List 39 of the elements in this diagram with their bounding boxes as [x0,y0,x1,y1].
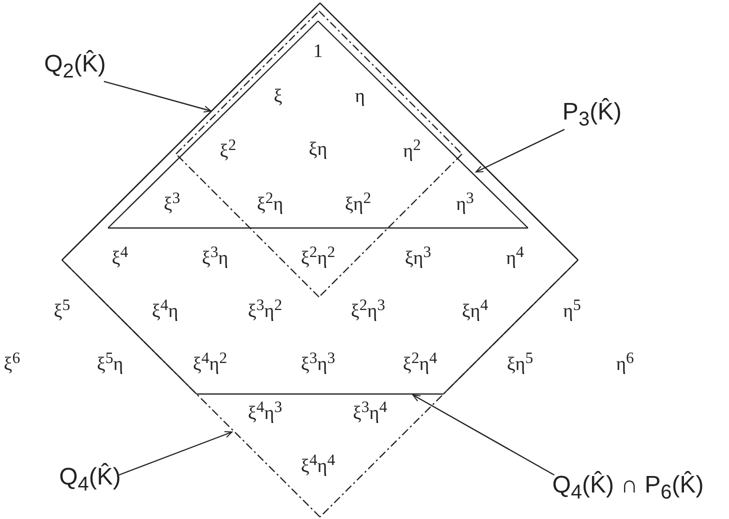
monomial: 1 [313,41,323,63]
monomial: ξ$^{5}$η [96,350,124,376]
leader-line [412,394,555,476]
monomial: ξ$^{3}$η [202,244,228,270]
monomial: ξη$^{4}$ [462,296,488,324]
monomial: ξ$^{2}$η$^{2}$ [300,244,336,270]
monomial: η$^{6}$ [616,350,634,376]
leader-line [118,431,232,476]
monomial: η$^{3}$ [456,190,474,216]
monomial: ξ$^{3}$ [164,190,180,216]
monomial: η$^{5}$ [563,296,581,324]
region-label: P$_{3}$(K̂) [562,98,622,132]
monomial: ξη$^{3}$ [404,244,432,270]
monomial: ξ$^{3}$η$^{2}$ [248,296,282,324]
monomial: ξ$^{3}$η$^{3}$ [300,350,336,376]
leader-line [476,128,565,173]
region-label: Q$_{4}$(K̂) ∩ P$_{6}$(K̂) [552,472,704,504]
region-label: Q$_{2}$(K̂) [44,50,106,84]
monomial: ξη$^{2}$ [344,190,372,216]
monomial: ξ$^{4}$η$^{2}$ [192,350,228,376]
leader-line [104,80,212,113]
monomial: ξ$^{6}$ [4,350,20,376]
monomial: ξ$^{4}$η$^{4}$ [300,452,336,478]
monomial: η$^{2}$ [403,136,421,164]
monomial: ξ$^{4}$ [112,244,128,270]
region-label: Q$_{4}$(K̂) [59,464,121,496]
monomial: ξη [308,139,328,161]
monomial: ξ$^{2}$ [220,136,236,164]
monomial: ξ$^{2}$η [256,190,284,216]
monomial: η [355,86,365,108]
monomial: ξ$^{4}$η [152,296,178,324]
monomial: ξ$^{5}$ [54,296,70,324]
monomial: ξη$^{5}$ [506,350,534,376]
monomial: ξ$^{3}$η$^{4}$ [352,398,388,426]
monomial: η$^{4}$ [506,244,524,270]
monomial: ξ [274,86,282,108]
monomial: ξ$^{2}$η$^{4}$ [402,350,438,376]
monomial: ξ$^{2}$η$^{3}$ [350,296,386,324]
monomial: ξ$^{4}$η$^{3}$ [248,398,282,426]
